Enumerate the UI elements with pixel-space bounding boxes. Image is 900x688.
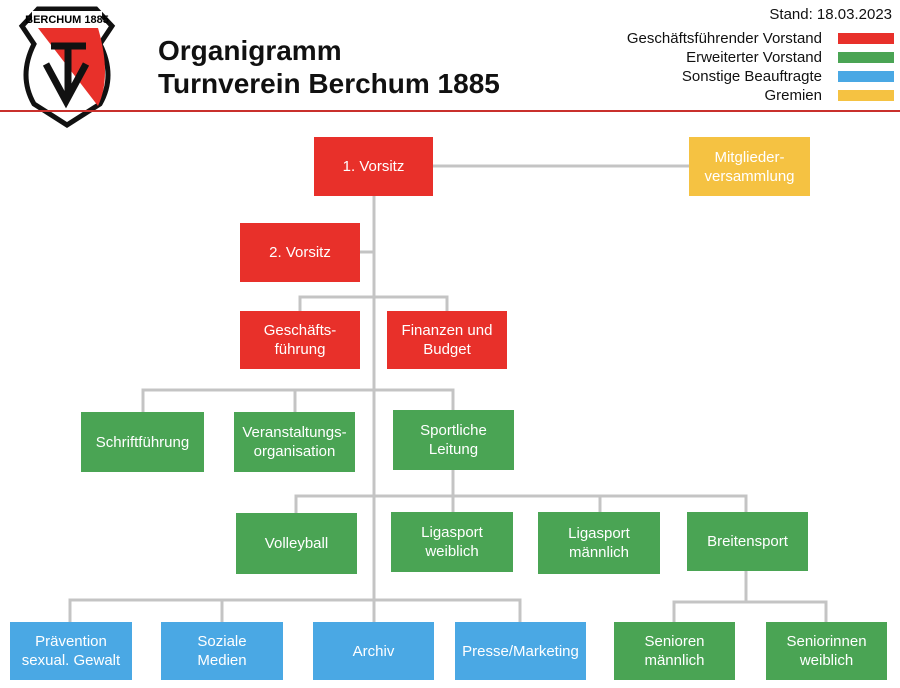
stand-date: Stand: 18.03.2023 xyxy=(769,6,892,23)
node-presse-marketing: Presse/Marketing xyxy=(455,622,586,680)
node-veranstaltung: Veranstaltungs- organisation xyxy=(234,412,355,472)
node-geschaeftsfuehrung: Geschäfts- führung xyxy=(240,311,360,369)
node-mitgliederversammlung: Mitglieder- versammlung xyxy=(689,137,810,196)
legend-label: Sonstige Beauftragte xyxy=(681,68,822,85)
node-ligasport-weiblich: Ligasport weiblich xyxy=(391,512,513,572)
legend-label: Erweiterter Vorstand xyxy=(686,49,822,66)
logo: BERCHUM 1885 xyxy=(18,6,116,128)
legend-swatch-blue xyxy=(838,71,894,82)
node-breitensport: Breitensport xyxy=(687,512,808,571)
node-ligasport-maennlich: Ligasport männlich xyxy=(538,512,660,574)
node-praevention: Prävention sexual. Gewalt xyxy=(10,622,132,680)
node-finanzen: Finanzen und Budget xyxy=(387,311,507,369)
node-schriftfuehrung: Schriftführung xyxy=(81,412,204,472)
legend-swatch-red xyxy=(838,33,894,44)
legend-swatch-green xyxy=(838,52,894,63)
node-sportliche-leitung: Sportliche Leitung xyxy=(393,410,514,470)
legend-label: Gremien xyxy=(764,87,822,104)
node-soziale-medien: Soziale Medien xyxy=(161,622,283,680)
legend: Geschäftsführender Vorstand Erweiterter … xyxy=(627,29,894,105)
legend-swatch-yellow xyxy=(838,90,894,101)
node-senioren: Senioren männlich xyxy=(614,622,735,680)
svg-text:BERCHUM 1885: BERCHUM 1885 xyxy=(25,14,109,26)
node-archiv: Archiv xyxy=(313,622,434,680)
header-divider xyxy=(0,110,900,112)
node-2-vorsitz: 2. Vorsitz xyxy=(240,223,360,282)
node-volleyball: Volleyball xyxy=(236,513,357,574)
node-seniorinnen: Seniorinnen weiblich xyxy=(766,622,887,680)
node-1-vorsitz: 1. Vorsitz xyxy=(314,137,433,196)
legend-label: Geschäftsführender Vorstand xyxy=(626,30,822,47)
